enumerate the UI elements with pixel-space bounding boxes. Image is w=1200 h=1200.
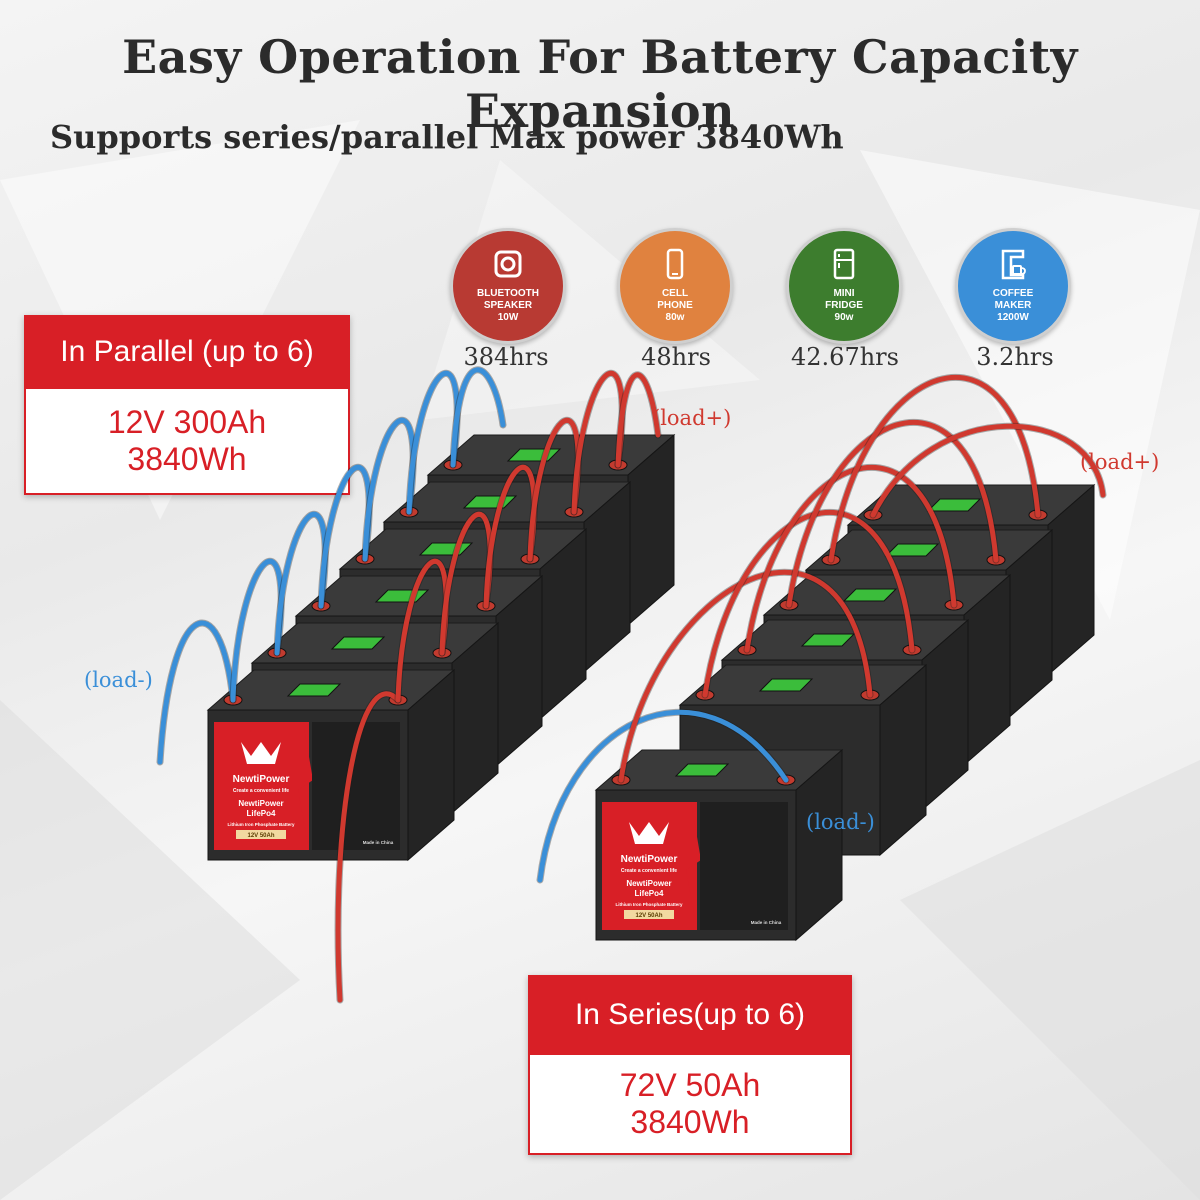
battery-spec-tag: [236, 830, 286, 839]
coffee-maker-icon: [997, 248, 1029, 288]
battery-origin: Made in China: [363, 840, 394, 845]
page-title: Easy Operation For Battery Capacity Expa…: [122, 30, 1078, 138]
battery-model: LifePo4: [247, 809, 276, 818]
parallel-positive-wire: [335, 691, 401, 1003]
parallel-positive-wire: [615, 372, 661, 468]
series-voltage: 72V 50Ah: [619, 1067, 761, 1103]
battery-origin: Made in China: [751, 920, 782, 925]
device-power: 80w: [665, 312, 685, 323]
parallel-negative-wire: [157, 620, 236, 765]
battery-display: [926, 498, 982, 512]
series-energy: 3840Wh: [630, 1104, 750, 1140]
bull-logo-icon: [241, 742, 281, 764]
battery-tagline: Create a convenient life: [621, 868, 677, 874]
parallel-energy: 3840Wh: [127, 441, 247, 477]
fridge-icon: [828, 248, 860, 288]
series-link-wire: [828, 374, 1041, 563]
parallel-negative-wire: [450, 367, 506, 468]
bull-logo-icon: [629, 822, 669, 844]
parallel-voltage: 12V 300Ah: [107, 404, 267, 440]
series-positive-wire: [870, 423, 1106, 518]
battery-brand: NewtiPower: [621, 854, 678, 865]
series-card: In Series(up to 6) 72V 50Ah 3840Wh: [528, 975, 852, 1155]
battery-label-bolt: [214, 722, 313, 850]
battery-label-bolt: [602, 802, 701, 930]
device-name: BLUETOOTH SPEAKER: [476, 288, 540, 311]
device-power: 10W: [497, 312, 519, 323]
battery-display: [674, 763, 730, 777]
battery-spec: 12V 50Ah: [635, 913, 662, 919]
battery-chem: Lithium Iron Phosphate Battery: [227, 822, 295, 827]
parallel-heading: In Parallel (up to 6): [24, 315, 350, 389]
battery-label-info: [700, 802, 788, 930]
series-spec-box: 72V 50Ah 3840Wh: [528, 1055, 852, 1155]
device-power: 90w: [834, 312, 854, 323]
battery-display: [800, 633, 856, 647]
device-name: MINI FRIDGE: [825, 288, 863, 311]
battery-display: [884, 543, 940, 557]
phone-icon: [659, 248, 691, 288]
battery-display: [842, 588, 898, 602]
battery-spec-tag: [624, 910, 674, 919]
series-heading: In Series(up to 6): [528, 975, 852, 1055]
battery-model: NewtiPower: [626, 879, 671, 888]
series-link-wire: [786, 419, 999, 608]
battery-model: LifePo4: [635, 889, 664, 898]
battery-tagline: Create a convenient life: [233, 788, 289, 794]
battery-brand: NewtiPower: [233, 774, 290, 785]
parallel-load-minus-label: (load-): [84, 668, 153, 692]
battery-model: NewtiPower: [238, 799, 283, 808]
battery-chem: Lithium Iron Phosphate Battery: [615, 902, 683, 907]
parallel-load-plus-label: (load+): [652, 406, 732, 430]
series-load-plus-label: (load+): [1080, 450, 1160, 474]
device-name: COFFEE MAKER: [992, 288, 1034, 311]
parallel-spec-box: 12V 300Ah 3840Wh: [24, 389, 350, 495]
series-load-minus-label: (load-): [806, 810, 875, 834]
device-runtime: 48hrs: [641, 343, 711, 371]
battery-display: [758, 678, 814, 692]
parallel-card: In Parallel (up to 6) 12V 300Ah 3840Wh: [24, 315, 350, 495]
device-power: 1200W: [997, 312, 1029, 323]
battery-display: [330, 636, 386, 650]
page-subtitle: Supports series/parallel Max power 3840W…: [50, 118, 844, 156]
speaker-icon: [492, 248, 524, 288]
device-runtime: 3.2hrs: [976, 343, 1054, 371]
series-negative-wire: [537, 709, 789, 883]
battery-display: [286, 683, 342, 697]
device-name: CELL PHONE: [657, 288, 693, 311]
battery-spec: 12V 50Ah: [247, 833, 274, 839]
device-runtime: 42.67hrs: [791, 343, 899, 371]
device-runtime: 384hrs: [463, 343, 549, 371]
series-link-wire: [618, 569, 873, 783]
